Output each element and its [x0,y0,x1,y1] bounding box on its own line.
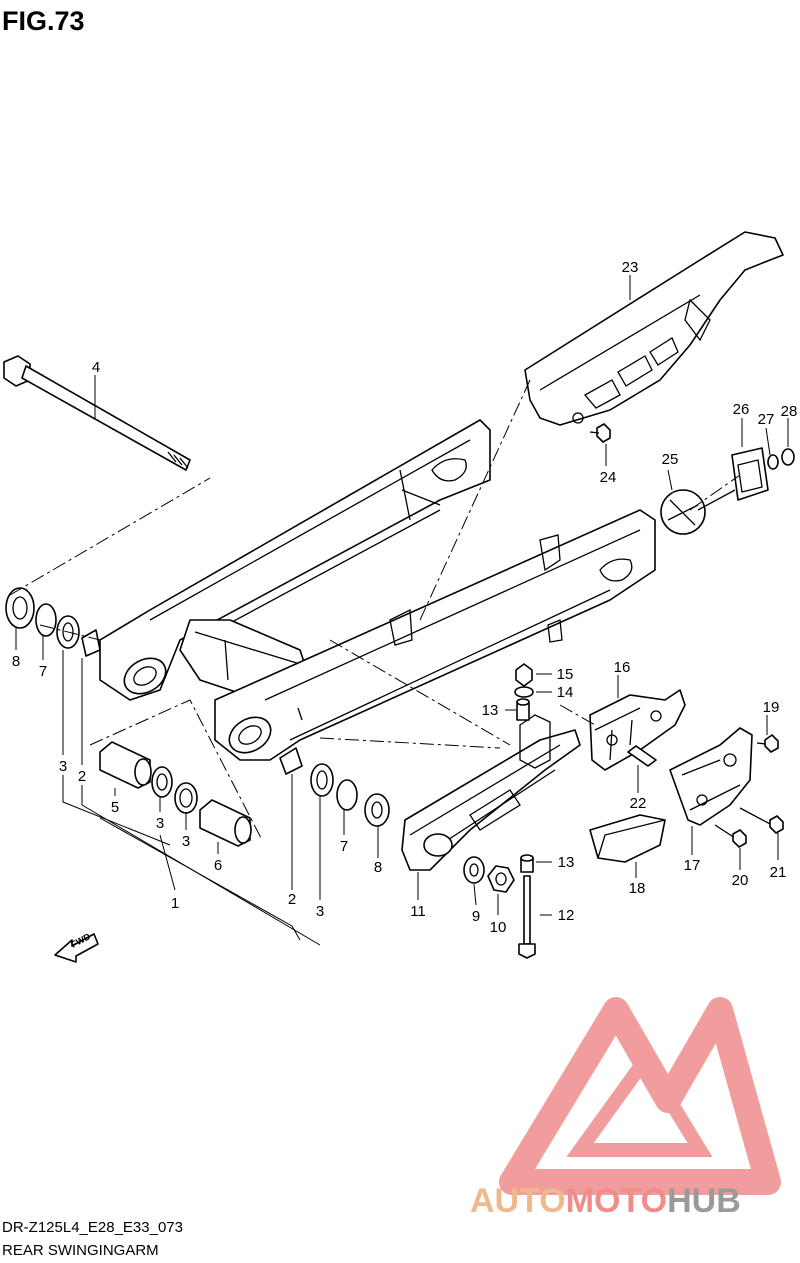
part-collar-lower [520,854,534,873]
model-code: DR-Z125L4_E28_E33_073 [2,1219,183,1236]
part-adjuster-25 [660,489,736,535]
callout-12: 12 [558,907,575,924]
part-washer-14 [514,686,534,698]
callout-8-upper: 8 [12,653,20,670]
part-bolt-21 [739,807,784,834]
callout-11: 11 [410,903,426,920]
part-washer-27 [767,454,779,470]
part-bracket-16 [589,689,686,771]
callout-14: 14 [557,684,574,701]
callout-1: 1 [171,895,179,912]
callout-3-left: 3 [59,758,67,775]
callout-13-lower: 13 [558,854,575,871]
watermark-auto: AUTO [470,1182,566,1220]
part-bushing-lower-right [199,799,252,847]
callout-3-right: 3 [182,833,190,850]
part-spacer-lower [279,747,303,775]
part-collar-upper [516,698,530,721]
part-spacer-upper [81,629,101,657]
part-nut-15 [515,663,533,687]
watermark-moto: MOTO [566,1182,667,1220]
part-pad-18 [589,814,666,863]
callout-3-middle: 3 [156,815,164,832]
figure-name: REAR SWINGINGARM [2,1242,159,1259]
callout-13-upper: 13 [482,702,499,719]
callout-17: 17 [684,857,701,874]
leader-lines [15,275,789,946]
part-chain-guard [524,231,784,426]
part-plate-17 [669,727,753,826]
part-oil-seal-lower [364,793,390,827]
part-seal-lower-left [174,782,198,814]
callout-25: 25 [662,451,679,468]
part-washer-lower [336,779,358,811]
automotohub-watermark: AUTOMOTOHUB [470,997,781,1220]
part-washer-9 [463,856,485,884]
callout-26: 26 [733,401,750,418]
callout-24: 24 [600,469,617,486]
callout-6: 6 [214,857,222,874]
callout-7-lower: 7 [340,838,348,855]
part-washer-upper [35,603,57,637]
part-bolt-12 [518,875,536,959]
callout-8-lower: 8 [374,859,382,876]
callout-23: 23 [622,259,639,276]
part-pivot-bolt [3,355,191,471]
part-chain-buffer [401,714,581,871]
callout-16: 16 [614,659,631,676]
assembly-lines [9,379,741,841]
part-nut-10 [487,865,515,893]
callout-18: 18 [629,880,646,897]
callout-21: 21 [770,864,787,881]
part-bushing-lower-left [99,741,152,789]
callout-19: 19 [763,699,780,716]
callout-3-lower-right: 3 [316,903,324,920]
callout-7-upper: 7 [39,663,47,680]
watermark-text: AUTOMOTOHUB [470,1182,741,1220]
callout-27: 27 [758,411,775,428]
part-bearing-lower [310,763,334,797]
callout-20: 20 [732,872,749,889]
watermark-logo-icon [499,997,781,1195]
part-swingarm [99,419,656,761]
callout-5: 5 [111,799,119,816]
figure-title: FIG.73 [2,6,85,36]
callout-28: 28 [781,403,798,420]
forward-direction-marker: FWD [54,931,99,963]
callout-labels: 4 23 24 25 26 27 28 16 15 14 13 13 12 19… [12,259,798,936]
part-pin-22 [627,745,657,767]
part-oil-seal-upper [5,587,35,629]
callout-2-upper: 2 [78,768,86,785]
callout-2-lower: 2 [288,891,296,908]
watermark-hub: HUB [667,1182,741,1220]
part-bearing-lower-left [151,766,173,798]
part-bolt-19 [756,734,779,753]
callout-15: 15 [557,666,574,683]
callout-4: 4 [92,359,100,376]
part-adjuster-plate-26 [731,447,769,501]
part-bolt-20 [714,824,747,848]
callout-9: 9 [472,908,480,925]
part-nut-28 [781,448,795,466]
part-guard-bolt [589,423,611,443]
callout-10: 10 [490,919,507,936]
callout-22: 22 [630,795,647,812]
